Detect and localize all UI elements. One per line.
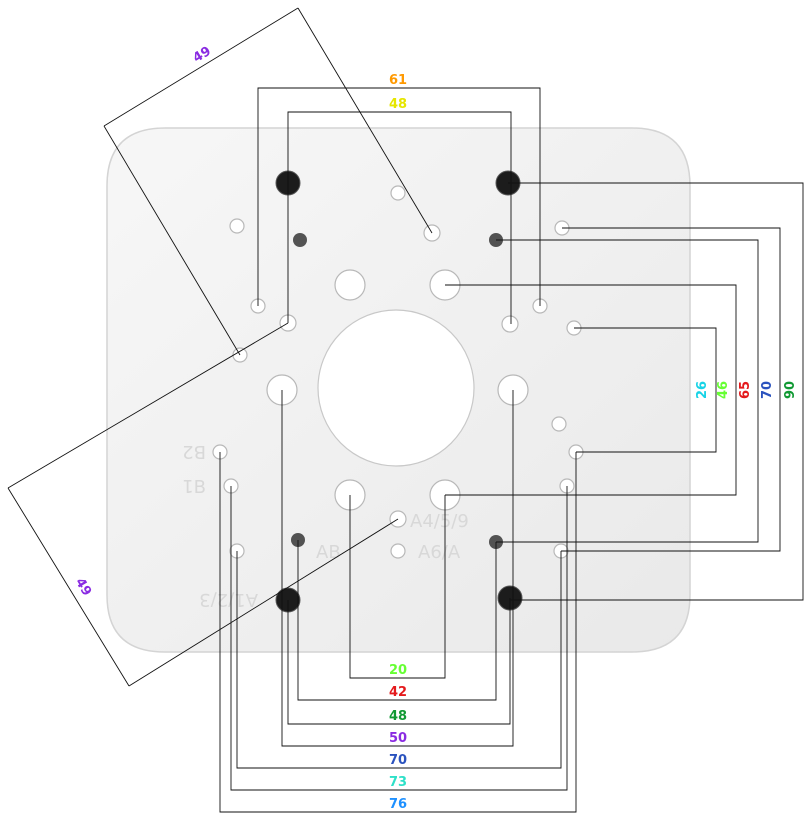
dim-label-bottom-20: 20 — [389, 663, 407, 678]
dim-line-right-70 — [561, 227, 781, 552]
dim-label-right-46: 46 — [716, 381, 731, 399]
dim-line-bottom-50 — [281, 390, 514, 747]
emboss-b2: B2 — [182, 441, 206, 462]
center-opening — [317, 309, 475, 467]
ext-line-diag-lower-a — [7, 322, 289, 489]
dim-line-bottom-20 — [349, 495, 446, 679]
dim-label-bottom-42: 42 — [389, 685, 407, 700]
dim-line-bottom-73 — [230, 486, 568, 791]
dim-label-bottom-73: 73 — [389, 775, 407, 790]
dim-line-bottom-76 — [219, 452, 577, 813]
emboss-b1: ꓭ1 — [182, 475, 206, 496]
dim-line-diag-upper — [103, 7, 299, 127]
dim-line-right-46 — [445, 284, 737, 496]
ext-line-diag-upper-b — [297, 7, 433, 234]
dim-label-bottom-48: 48 — [389, 709, 407, 724]
dim-line-bottom-70 — [236, 551, 562, 769]
dim-label-diag-lower-49: 49 — [72, 576, 94, 599]
emboss-ab: AB — [316, 542, 341, 563]
ext-line-diag-lower-b — [128, 518, 399, 687]
dim-label-right-70: 70 — [760, 381, 775, 399]
dim-label-diag-upper-49: 49 — [191, 44, 214, 66]
dim-line-top-48 — [287, 111, 512, 324]
pin-small-dark — [293, 233, 307, 247]
emboss-a123: A1/2/3 — [199, 589, 258, 610]
dim-label-right-26: 26 — [695, 381, 710, 399]
dim-line-right-26 — [574, 327, 717, 453]
dim-line-right-65 — [496, 239, 759, 543]
dim-label-bottom-76: 76 — [389, 797, 407, 812]
hole-small — [229, 218, 245, 234]
dim-label-right-90: 90 — [783, 381, 798, 399]
dim-label-bottom-50: 50 — [389, 731, 407, 746]
dim-label-top-48: 48 — [389, 97, 407, 112]
dim-label-top-61: 61 — [389, 73, 407, 88]
dim-line-bottom-42 — [297, 540, 497, 701]
hole-small — [390, 185, 406, 201]
hole-small — [390, 543, 406, 559]
hole-small — [501, 315, 519, 333]
dim-line-diag-lower — [7, 487, 130, 687]
hole-large — [334, 269, 366, 301]
dimension-lines — [7, 7, 804, 813]
ext-line-diag-upper-a — [103, 125, 241, 356]
hole-small — [551, 416, 567, 432]
dim-label-bottom-70: 70 — [389, 753, 407, 768]
emboss-a6a: A6/A — [418, 542, 461, 563]
large-holes — [266, 269, 529, 511]
emboss-a459: A4/5/9 — [410, 511, 469, 532]
embossed-markings: B2 ꓭ1 A1/2/3 A4/5/9 A6/A AB — [182, 441, 469, 610]
dim-line-bottom-48 — [287, 598, 511, 725]
dim-line-top-61 — [257, 87, 541, 306]
dim-label-right-65: 65 — [738, 381, 753, 399]
dim-line-right-90 — [508, 182, 804, 601]
